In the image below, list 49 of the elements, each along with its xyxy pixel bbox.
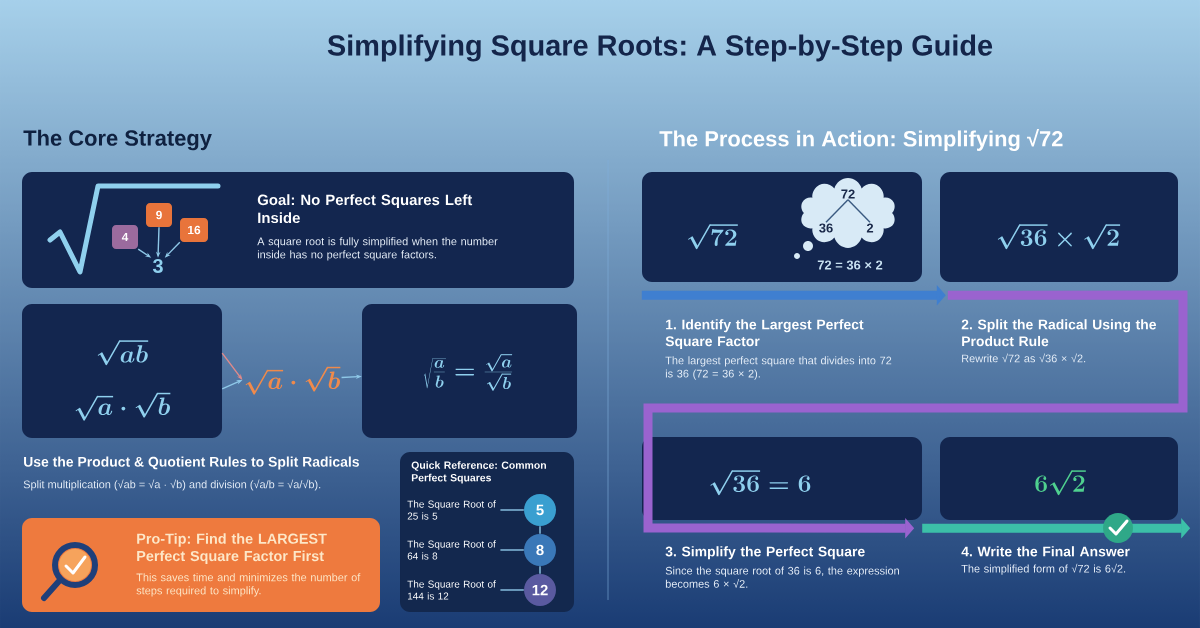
connector-line <box>499 589 525 591</box>
rule-heading: Use the Product & Quotient Rules to Split Radicals <box>24 456 359 470</box>
step-heading: 4. Write the Final Answer <box>961 546 1130 557</box>
tree-number: 2 <box>866 223 874 233</box>
formula: $\sqrt{72}$ <box>688 224 738 250</box>
title: Simplifying Square Roots: A Step-by-Step Guide <box>327 34 993 62</box>
circle-number: 12 <box>532 584 548 596</box>
arrow <box>221 352 243 380</box>
formula: $6\sqrt{2}$ <box>1035 470 1086 496</box>
formula: $\sqrt{a}\cdot\sqrt{b}$ <box>245 366 341 395</box>
equation-text: 72 = 36 × 2 <box>817 260 883 270</box>
tile-number: 9 <box>156 210 162 220</box>
formula: $\sqrt{a}\cdot\sqrt{b}$ <box>75 392 171 421</box>
tile-number: 16 <box>188 225 201 235</box>
connector-line <box>499 549 525 551</box>
connector-line <box>539 525 541 535</box>
card-heading: Pro-Tip: Find the LARGEST Perfect Square Factor First <box>137 533 327 564</box>
connector-line <box>499 509 525 511</box>
step-heading: 2. Split the Radical Using the Product Rule <box>961 319 1156 347</box>
section-heading: The Process in Action: Simplifying √72 <box>659 129 1063 151</box>
reference-text: The Square Root of 144 is 12 <box>407 580 496 600</box>
card-heading: Quick Reference: Common Perfect Squares <box>411 461 546 484</box>
tree-number: 72 <box>841 189 855 199</box>
step-heading: 1. Identify the Largest Perfect Square Factor <box>665 319 864 349</box>
result-number: 3 <box>152 258 163 274</box>
step-text: The simplified form of √72 is 6√2. <box>961 563 1126 575</box>
formula: $\sqrt{36}=6$ <box>710 470 811 496</box>
tree-number: 36 <box>819 223 833 233</box>
step-text: Rewrite √72 as √36 × √2. <box>962 353 1086 363</box>
reference-text: The Square Root of 25 is 5 <box>407 500 496 520</box>
card-text: A square root is fully simplified when the number inside has no perfect square factors. <box>257 237 498 261</box>
formula: $\sqrt{\frac{a}{b}}=\frac{\sqrt{a}}{\sqrt{b}}$ <box>423 354 513 391</box>
connector-line <box>825 199 849 223</box>
circle-number: 5 <box>536 504 544 516</box>
card-text: This saves time and minimizes the number of steps required to simplify. <box>136 573 361 597</box>
connector-line <box>539 565 541 575</box>
step-text: Since the square root of 36 is 6, the expression becomes 6 × √2. <box>665 566 899 588</box>
section-heading: The Core Strategy <box>23 129 212 151</box>
rule-text: Split multiplication (√ab = √a · √b) and division (√a/b = √a/√b). <box>23 479 321 491</box>
tile-number: 4 <box>121 232 129 242</box>
thought-cloud <box>801 178 895 248</box>
circle-number: 8 <box>536 544 544 556</box>
formula: $\sqrt{ab}$ <box>97 340 149 366</box>
formula: $\sqrt{36}\times\sqrt{2}$ <box>997 224 1121 250</box>
reference-text: The Square Root of 64 is 8 <box>407 540 496 560</box>
connector-line <box>847 199 871 223</box>
card-heading: Goal: No Perfect Squares Left Inside <box>257 194 473 224</box>
step-heading: 3. Simplify the Perfect Square <box>665 546 865 560</box>
step-text: The largest perfect square that divides into 72 is 36 (72 = 36 × 2). <box>665 356 892 380</box>
